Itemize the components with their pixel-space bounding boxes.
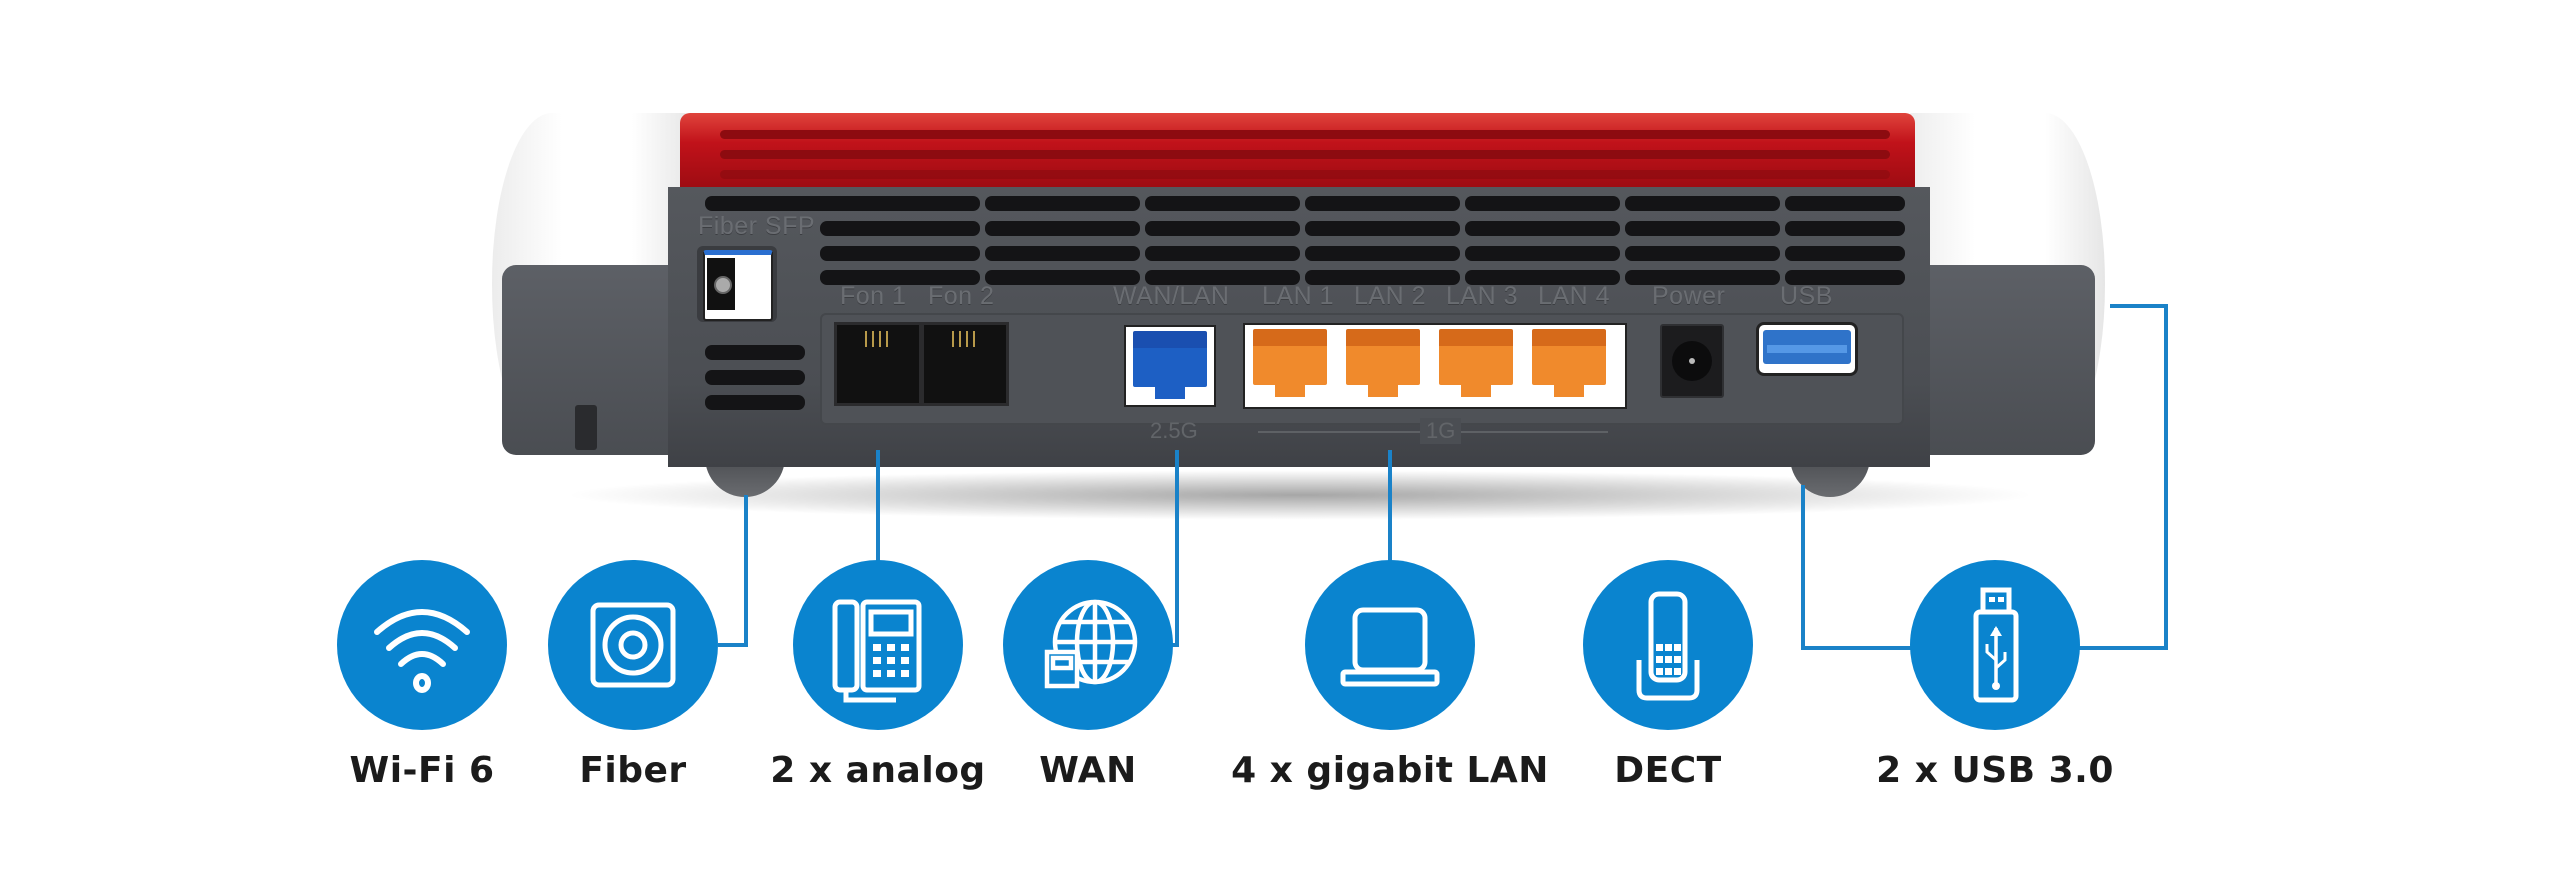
vent-slot — [1145, 270, 1300, 285]
connector-lan — [1388, 450, 1392, 562]
laptop-icon — [1305, 560, 1475, 730]
router-side-panel-right — [1905, 265, 2095, 455]
connector-usb-side — [2110, 304, 2168, 308]
vent-slot — [1625, 221, 1780, 236]
vent-slot — [705, 345, 805, 360]
feature-lan: 4 x gigabit LAN — [1231, 560, 1548, 800]
wifi-icon — [337, 560, 507, 730]
connector-usb — [1801, 646, 1921, 650]
fon1-port[interactable] — [834, 322, 922, 406]
port-label-lan3: LAN 3 — [1446, 282, 1518, 310]
vent-slot — [1625, 246, 1780, 261]
vent-slot — [1625, 270, 1780, 285]
connector-usb-side — [2070, 646, 2168, 650]
vent-slot — [820, 270, 980, 285]
usb-stick-icon — [1910, 560, 2080, 730]
vent-slot — [985, 246, 1140, 261]
feature-wifi: Wi-Fi 6 — [292, 560, 552, 800]
lan1-port[interactable] — [1246, 325, 1334, 403]
red-cover-groove — [720, 150, 1890, 159]
feature-label: Fiber — [579, 750, 687, 791]
vent-slot — [1785, 246, 1905, 261]
red-cover-groove — [720, 130, 1890, 139]
vent-slot — [1305, 270, 1460, 285]
fiber-port-icon — [548, 560, 718, 730]
feature-analog: 2 x analog — [748, 560, 1008, 800]
usb-port[interactable] — [1756, 322, 1858, 376]
lan4-port[interactable] — [1525, 325, 1613, 403]
feature-fiber: Fiber — [503, 560, 763, 800]
vent-slot — [1465, 221, 1620, 236]
red-cover-groove — [720, 170, 1890, 179]
vent-slot — [705, 395, 805, 410]
desk-phone-icon — [793, 560, 963, 730]
lan3-port[interactable] — [1432, 325, 1520, 403]
power-port[interactable] — [1660, 324, 1724, 398]
vent-slot — [985, 221, 1140, 236]
speed-label-lan: 1G — [1420, 418, 1462, 444]
port-label-lan1: LAN 1 — [1262, 282, 1334, 310]
vent-slot — [985, 270, 1140, 285]
vent-slot — [820, 246, 980, 261]
port-label-lan4: LAN 4 — [1538, 282, 1610, 310]
lan2-port[interactable] — [1339, 325, 1427, 403]
connector-wan — [1170, 643, 1179, 647]
vent-slot — [1785, 270, 1905, 285]
vent-slot — [1145, 246, 1300, 261]
speed-label-wan: 2.5G — [1150, 418, 1198, 443]
port-label-fon2: Fon 2 — [928, 282, 995, 310]
vent-slot — [985, 196, 1140, 211]
feature-wan: WAN — [958, 560, 1218, 800]
vent-slot — [1465, 270, 1620, 285]
connector-wan — [1175, 450, 1179, 647]
vent-slot — [1305, 246, 1460, 261]
feature-dect: DECT — [1538, 560, 1798, 800]
fiber-sfp-port[interactable] — [697, 246, 777, 322]
cable-clip — [575, 405, 597, 450]
port-label-usb: USB — [1780, 282, 1833, 310]
vent-slot — [1145, 196, 1300, 211]
feature-label: 4 x gigabit LAN — [1231, 750, 1549, 791]
globe-network-icon — [1003, 560, 1173, 730]
vent-slot — [820, 221, 980, 236]
wan-lan-port[interactable] — [1124, 325, 1216, 407]
port-label-fiber-sfp: Fiber SFP — [698, 212, 816, 240]
vent-slot — [1305, 221, 1460, 236]
vent-slot — [1145, 221, 1300, 236]
port-label-power: Power — [1652, 282, 1726, 310]
connector-usb — [1801, 485, 1805, 650]
vent-slot — [1785, 196, 1905, 211]
vent-slot — [1465, 196, 1620, 211]
fiber-ferrule — [714, 276, 732, 294]
connector-fiber — [718, 643, 748, 647]
fon2-port[interactable] — [921, 322, 1009, 406]
feature-label: 2 x USB 3.0 — [1876, 750, 2114, 791]
router-rear-view: Fiber SFP Fon 1 Fon 2 WAN/LAN LAN 1 LAN … — [492, 113, 2105, 520]
port-label-fon1: Fon 1 — [840, 282, 907, 310]
vent-slot — [1785, 221, 1905, 236]
cordless-phone-icon — [1583, 560, 1753, 730]
feature-label: 2 x analog — [770, 750, 986, 791]
feature-label: DECT — [1614, 750, 1722, 791]
connector-fiber — [744, 495, 748, 647]
vent-slot — [705, 196, 980, 211]
connector-usb-side — [2164, 304, 2168, 650]
vent-slot — [1625, 196, 1780, 211]
vent-slot — [1465, 246, 1620, 261]
feature-label: Wi-Fi 6 — [349, 750, 495, 791]
feature-usb: 2 x USB 3.0 — [1865, 560, 2125, 800]
port-label-lan2: LAN 2 — [1354, 282, 1426, 310]
connector-analog — [876, 450, 880, 562]
vent-slot — [1305, 196, 1460, 211]
vent-slot — [705, 370, 805, 385]
port-label-wan-lan: WAN/LAN — [1113, 282, 1230, 310]
feature-label: WAN — [1039, 750, 1137, 791]
router-shadow — [560, 470, 2040, 520]
